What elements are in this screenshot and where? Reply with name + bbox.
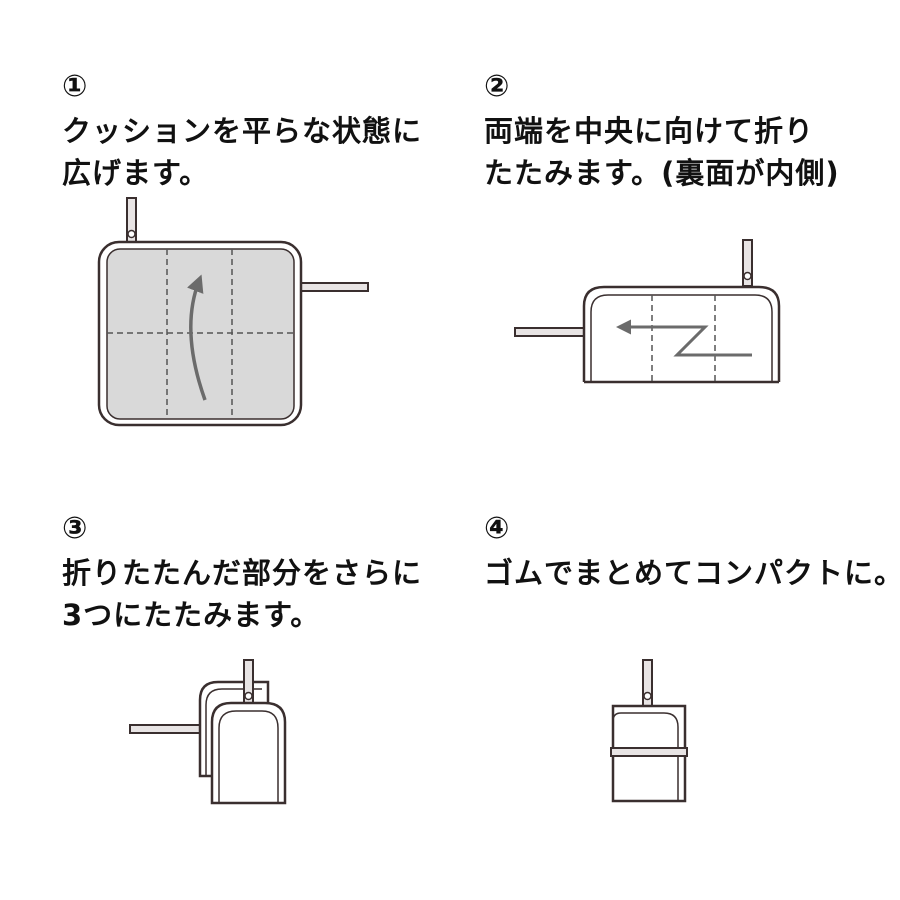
front-layer-inner — [218, 710, 279, 803]
zigzag-arrow-icon — [616, 319, 752, 357]
side-strap — [295, 282, 369, 292]
elastic-band — [610, 747, 688, 757]
step-2-number: ② — [484, 69, 510, 104]
snap-button — [643, 691, 652, 701]
step-1-instruction: ① クッションを平らな状態に 広げます。 — [62, 72, 422, 194]
step-2-instruction: ② 両端を中央に向けて折り たたみます。(裏面が内側) — [484, 72, 840, 194]
snap-button — [127, 229, 136, 239]
step-3-text-line-1: 折りたたんだ部分をさらに — [62, 556, 423, 590]
step-2-text-line-2: たたみます。(裏面が内側) — [484, 156, 840, 190]
figure-1-flat-cushion — [97, 197, 369, 427]
step-3-text-line-2: 3つにたたみます。 — [62, 598, 321, 632]
step-1-text-line-2: 広げます。 — [62, 156, 210, 190]
cushion-surface — [106, 248, 295, 420]
snap-button — [244, 691, 253, 701]
step-1-text-line-1: クッションを平らな状態に — [62, 114, 423, 148]
figure-3-tri-folded-cushion — [129, 659, 287, 805]
step-4-text-line-1: ゴムでまとめてコンパクトに。 — [484, 556, 900, 590]
back-layer-inner — [205, 688, 262, 776]
step-4-number: ④ — [484, 511, 510, 546]
step-3-number: ③ — [62, 511, 88, 546]
step-1-number: ① — [62, 69, 88, 104]
step-4-instruction: ④ ゴムでまとめてコンパクトに。 — [484, 514, 900, 594]
step-3-instruction: ③ 折りたたんだ部分をさらに 3つにたたみます。 — [62, 514, 422, 636]
curved-arrow-icon — [187, 274, 207, 401]
figure-4-compact-cushion — [610, 659, 688, 803]
snap-button — [743, 271, 752, 281]
front-layer — [210, 701, 287, 805]
side-strap — [514, 327, 588, 337]
folded-inner-edge — [590, 294, 773, 382]
step-2-text-line-1: 両端を中央に向けて折り — [484, 114, 815, 148]
figure-2-folded-cushion — [514, 239, 781, 384]
compact-inner-edge — [612, 712, 679, 801]
